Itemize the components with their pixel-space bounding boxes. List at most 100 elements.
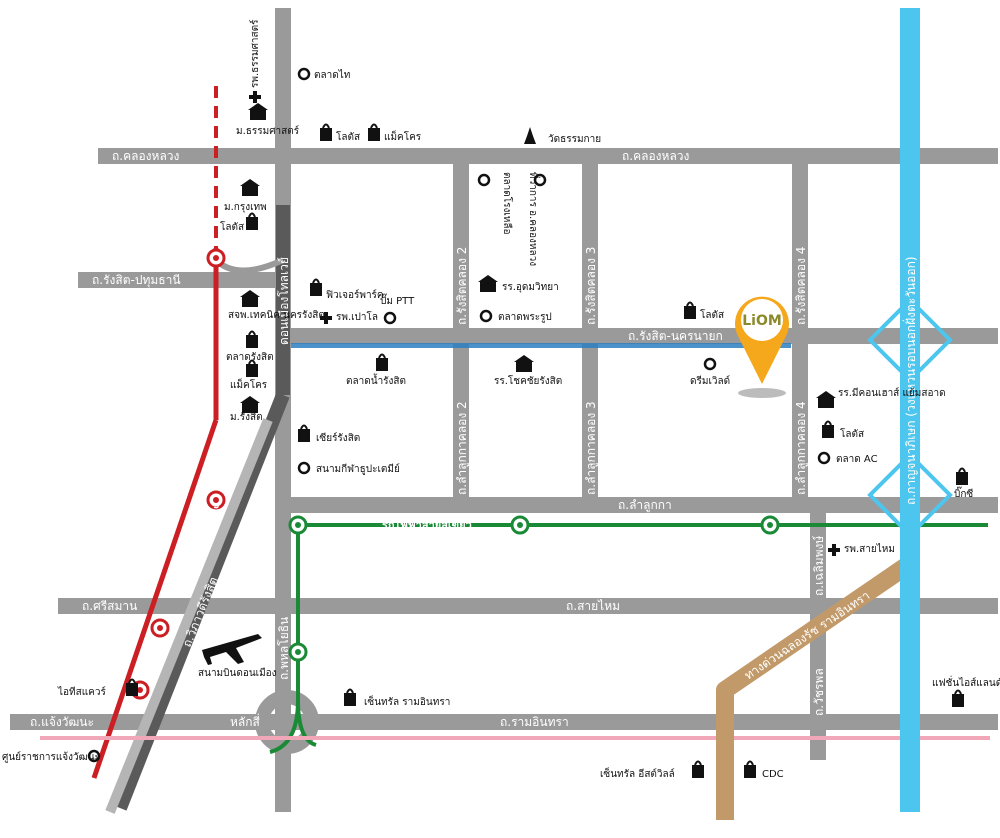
train-station-icon <box>288 515 308 535</box>
circle-dot-icon <box>703 357 717 371</box>
poi-it-square: ไอทีสแควร์ <box>57 686 106 698</box>
label-rangsit-khlong-3: ถ.รังสิตคลอง 3 <box>584 247 598 325</box>
building-icon <box>514 355 534 372</box>
poi-rongrian-ruea: ตลาดโรงเหลือ <box>501 172 514 235</box>
poi-talad-ac: ตลาด AC <box>836 454 878 465</box>
label-rangsit-nakhon: ถ.รังสิต-นครนายก <box>628 329 723 343</box>
shopping-bag-icon <box>298 424 310 442</box>
poi-bangkok-uni: ม.กรุงเทพ <box>224 202 267 213</box>
building-icon <box>240 396 260 413</box>
poi-chokechai-school: รร.โชคชัยรังสิต <box>494 374 562 387</box>
label-rangsit-pathum: ถ.รังสิต-ปทุมธานี <box>92 273 181 288</box>
poi-talad-phrarup: ตลาดพระรูป <box>498 312 552 323</box>
poi-lotus-top: โลตัส <box>336 130 360 143</box>
circle-dot-icon <box>817 451 831 465</box>
circle-dot-icon <box>87 749 101 763</box>
label-lak-si: หลักสี่ <box>230 713 261 729</box>
location-pin-icon[interactable]: LiOM <box>735 296 789 398</box>
poi-don-mueang-airport: สนามบินดอนเมือง <box>198 667 277 679</box>
poi-tech-school: สจพ.เทคนิค นครรังสิต <box>228 310 325 321</box>
poi-rangsit-uni: ม.รังสิต <box>230 412 263 423</box>
train-station-icon <box>150 618 170 638</box>
shopping-bag-icon <box>320 123 332 141</box>
poi-wat-thammakai: วัดธรรมกาย <box>548 134 601 145</box>
circle-dot-icon <box>479 309 493 323</box>
label-phahonyothin: ถ.พหลโยธิน <box>277 617 291 680</box>
poi-central-eastville: เซ็นทรัล อีสต์วิลล์ <box>600 766 675 780</box>
road-network <box>10 8 998 812</box>
poi-sai-mai-hospital: รพ.สายไหม <box>844 543 895 555</box>
poi-future-park: ฟิวเจอร์พาร์ค <box>326 289 384 301</box>
train-station-icon <box>288 642 308 662</box>
label-green-line: รถไฟฟ้าสายสีเขียว <box>382 518 472 532</box>
poi-makro-top: แม็คโคร <box>384 129 422 143</box>
road-vibhavadi <box>105 418 273 814</box>
temple-icon <box>524 127 536 144</box>
pin-logo: LiOM <box>742 313 782 329</box>
circle-dot-icon <box>477 173 491 187</box>
poi-lotus-right: โลตัส <box>700 308 724 321</box>
circle-dot-icon <box>383 311 397 325</box>
label-lam-luk-ka: ถ.ลำลูกกา <box>618 498 672 513</box>
poi-lotus-left: โลตัส <box>220 220 244 233</box>
building-icon <box>248 103 268 120</box>
shopping-bag-icon <box>692 760 704 778</box>
building-icon <box>240 290 260 307</box>
poi-central-ram-inthra: เซ็นทรัล รามอินทรา <box>364 694 450 708</box>
poi-stadium: สนามกีฬาธูปะเตมีย์ <box>316 463 400 475</box>
label-rangsit-khlong-4: ถ.รังสิตคลอง 4 <box>794 247 808 325</box>
lak-si-roundabout <box>255 690 319 754</box>
shopping-bag-icon <box>368 123 380 141</box>
label-rangsit-khlong-2: ถ.รังสิตคลอง 2 <box>455 247 469 325</box>
circle-dot-icon <box>533 173 547 187</box>
building-icon <box>478 275 498 292</box>
poi-pathum-hospital: รพ.เปาโล <box>336 310 378 323</box>
shopping-bag-icon <box>246 359 258 377</box>
kanchanaphisek-highway <box>867 8 953 812</box>
poi-lotus-far-right: โลตัส <box>840 427 864 440</box>
shopping-bag-icon <box>822 420 834 438</box>
chalong-rat-tollway <box>716 552 921 820</box>
label-lamlukka-khlong-2: ถ.ลำลูกกาคลอง 2 <box>455 401 470 495</box>
label-khlong-luang-left: ถ.คลองหลวง <box>112 149 179 163</box>
label-lamlukka-khlong-4: ถ.ลำลูกกาคลอง 4 <box>794 401 809 495</box>
poi-talad-thai: ตลาดไท <box>314 69 350 81</box>
poi-fashion-island: แฟชั่นไอส์แลนด์ <box>932 675 1000 689</box>
poi-thammasat-hospital: รพ.ธรรมศาสตร์ <box>249 19 261 88</box>
poi-zeer-rangsit: เซียร์รังสิต <box>316 432 360 444</box>
poi-big-c: บิ๊กซี <box>954 486 973 500</box>
shopping-bag-icon <box>956 467 968 485</box>
red-rail-line <box>91 86 219 779</box>
poi-khlong-luang-district: ที่ว่าการ อ.คลองหลวง <box>527 172 541 266</box>
poi-dream-world: ดรีมเวิลด์ <box>690 375 730 387</box>
shopping-bag-icon <box>952 689 964 707</box>
shopping-bag-icon <box>126 678 138 696</box>
poi-udom-school: รร.อุดมวิทยา <box>502 282 559 293</box>
label-lamlukka-khlong-3: ถ.ลำลูกกาคลอง 3 <box>584 401 599 495</box>
poi-talad-rangsit: ตลาดรังสิต <box>226 352 274 363</box>
green-rail-line <box>269 523 988 754</box>
road-labels: ถ.คลองหลวง ถ.คลองหลวง ถ.รังสิต-ปทุมธานี … <box>30 149 918 729</box>
poi-thammasat-uni: ม.ธรรมศาสตร์ <box>236 125 300 137</box>
label-ram-inthra: ถ.รามอินทรา <box>500 715 569 729</box>
shopping-bag-icon <box>246 330 258 348</box>
train-station-icon <box>510 515 530 535</box>
label-chaeng-watthana: ถ.แจ้งวัฒนะ <box>30 715 94 729</box>
poi-makro-left: แม็คโคร <box>230 377 268 391</box>
label-khlong-luang-right: ถ.คลองหลวง <box>622 149 689 163</box>
poi-ptt-station: ปั๊ม PTT <box>380 293 415 307</box>
canal <box>291 343 791 348</box>
shopping-bag-icon <box>744 760 756 778</box>
shopping-bag-icon <box>310 278 322 296</box>
label-chaloem-phong: ถ.เฉลิมพงษ์ <box>812 535 826 596</box>
circle-dot-icon <box>297 461 311 475</box>
label-watcharaphon: ถ.วัชรพล <box>812 668 826 716</box>
train-station-icon <box>206 248 226 268</box>
cross-icon <box>828 544 840 556</box>
building-icon <box>816 391 836 408</box>
train-station-icon <box>206 490 226 510</box>
shopping-bag-icon <box>246 212 258 230</box>
label-kanchanaphisek: ถ.กาญจนาภิเษก (วงแหวนรอบนอกฝั่งตะวันออก) <box>902 256 918 505</box>
shopping-bag-icon <box>344 688 356 706</box>
